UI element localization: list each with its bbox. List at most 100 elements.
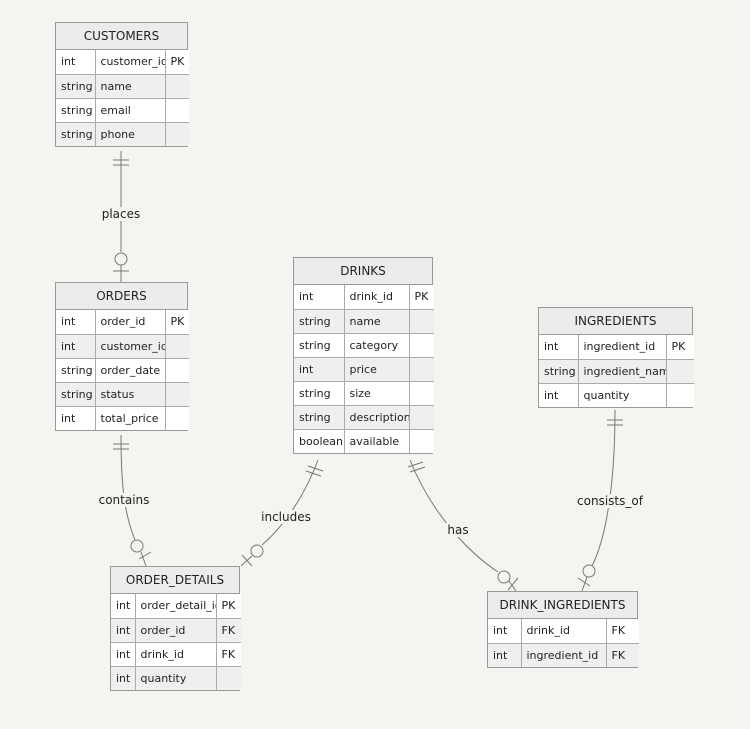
- attribute-type: int: [488, 619, 521, 643]
- attribute-name: ingredient_id: [577, 335, 666, 359]
- attribute-name: drink_id: [134, 641, 216, 666]
- attribute-name: quantity: [577, 382, 666, 407]
- attribute-type: string: [56, 381, 95, 406]
- attribute-type: int: [111, 665, 135, 690]
- attribute-type: int: [56, 333, 95, 358]
- attribute-name: name: [94, 73, 165, 98]
- attribute-key: [408, 332, 434, 357]
- entity-title: INGREDIENTS: [539, 308, 692, 335]
- edge-has-zero-circle: [497, 570, 511, 584]
- attribute-key: PK: [164, 310, 189, 334]
- edge-has: [409, 459, 499, 573]
- edge-includes-one-bar-2: [305, 470, 322, 477]
- attribute-type: string: [294, 380, 344, 405]
- entity-title: ORDERS: [56, 283, 187, 310]
- edge-contains-many-bar: [138, 551, 152, 560]
- edge-has-one-bar-2: [409, 466, 426, 473]
- attribute-type: int: [56, 405, 95, 430]
- attribute-name: order_id: [134, 617, 216, 642]
- edge-includes: [261, 459, 319, 546]
- edge-consists-of: [591, 409, 616, 567]
- label-has: has: [445, 523, 471, 537]
- attribute-key: [164, 97, 189, 122]
- attribute-key: [164, 333, 189, 358]
- entity-title: CUSTOMERS: [56, 23, 187, 50]
- label-consists-of: consists_of: [575, 494, 645, 508]
- attribute-key: [164, 381, 189, 406]
- attribute-name: order_id: [94, 310, 165, 334]
- attribute-key: PK: [215, 594, 241, 618]
- attribute-type: boolean: [294, 428, 344, 453]
- edge-includes-zero-circle: [250, 544, 264, 558]
- attribute-type: int: [294, 285, 344, 309]
- edge-consists-of-many-bar: [577, 577, 591, 587]
- attribute-key: FK: [215, 641, 241, 666]
- attribute-key: [665, 382, 694, 407]
- edge-contains: [120, 434, 136, 541]
- label-includes: includes: [259, 510, 313, 524]
- attribute-name: quantity: [134, 665, 216, 690]
- attribute-key: FK: [605, 642, 639, 667]
- entity-title: DRINKS: [294, 258, 432, 285]
- attribute-key: [665, 358, 694, 383]
- attribute-name: size: [343, 380, 409, 405]
- attribute-type: int: [111, 617, 135, 642]
- label-contains: contains: [96, 493, 152, 507]
- entity-title: ORDER_DETAILS: [111, 567, 239, 594]
- entity-attributes: intingredient_idPKstringingredient_namei…: [539, 335, 694, 407]
- attribute-key: [408, 308, 434, 333]
- attribute-type: int: [111, 594, 135, 618]
- attribute-key: [164, 121, 189, 146]
- edge-consists-of-zero-circle: [582, 564, 596, 578]
- label-places: places: [99, 207, 143, 221]
- attribute-name: name: [343, 308, 409, 333]
- edge-places-zero-circle: [114, 252, 128, 266]
- attribute-type: int: [539, 382, 578, 407]
- attribute-name: ingredient_id: [520, 642, 606, 667]
- attribute-key: FK: [215, 617, 241, 642]
- attribute-type: string: [294, 308, 344, 333]
- attribute-name: phone: [94, 121, 165, 146]
- attribute-type: int: [56, 310, 95, 334]
- attribute-key: PK: [665, 335, 694, 359]
- attribute-name: category: [343, 332, 409, 357]
- attribute-key: [408, 428, 434, 453]
- attribute-type: int: [488, 642, 521, 667]
- attribute-type: int: [294, 356, 344, 381]
- attribute-type: string: [294, 332, 344, 357]
- attribute-name: order_date: [94, 357, 165, 382]
- attribute-name: status: [94, 381, 165, 406]
- attribute-type: string: [56, 73, 95, 98]
